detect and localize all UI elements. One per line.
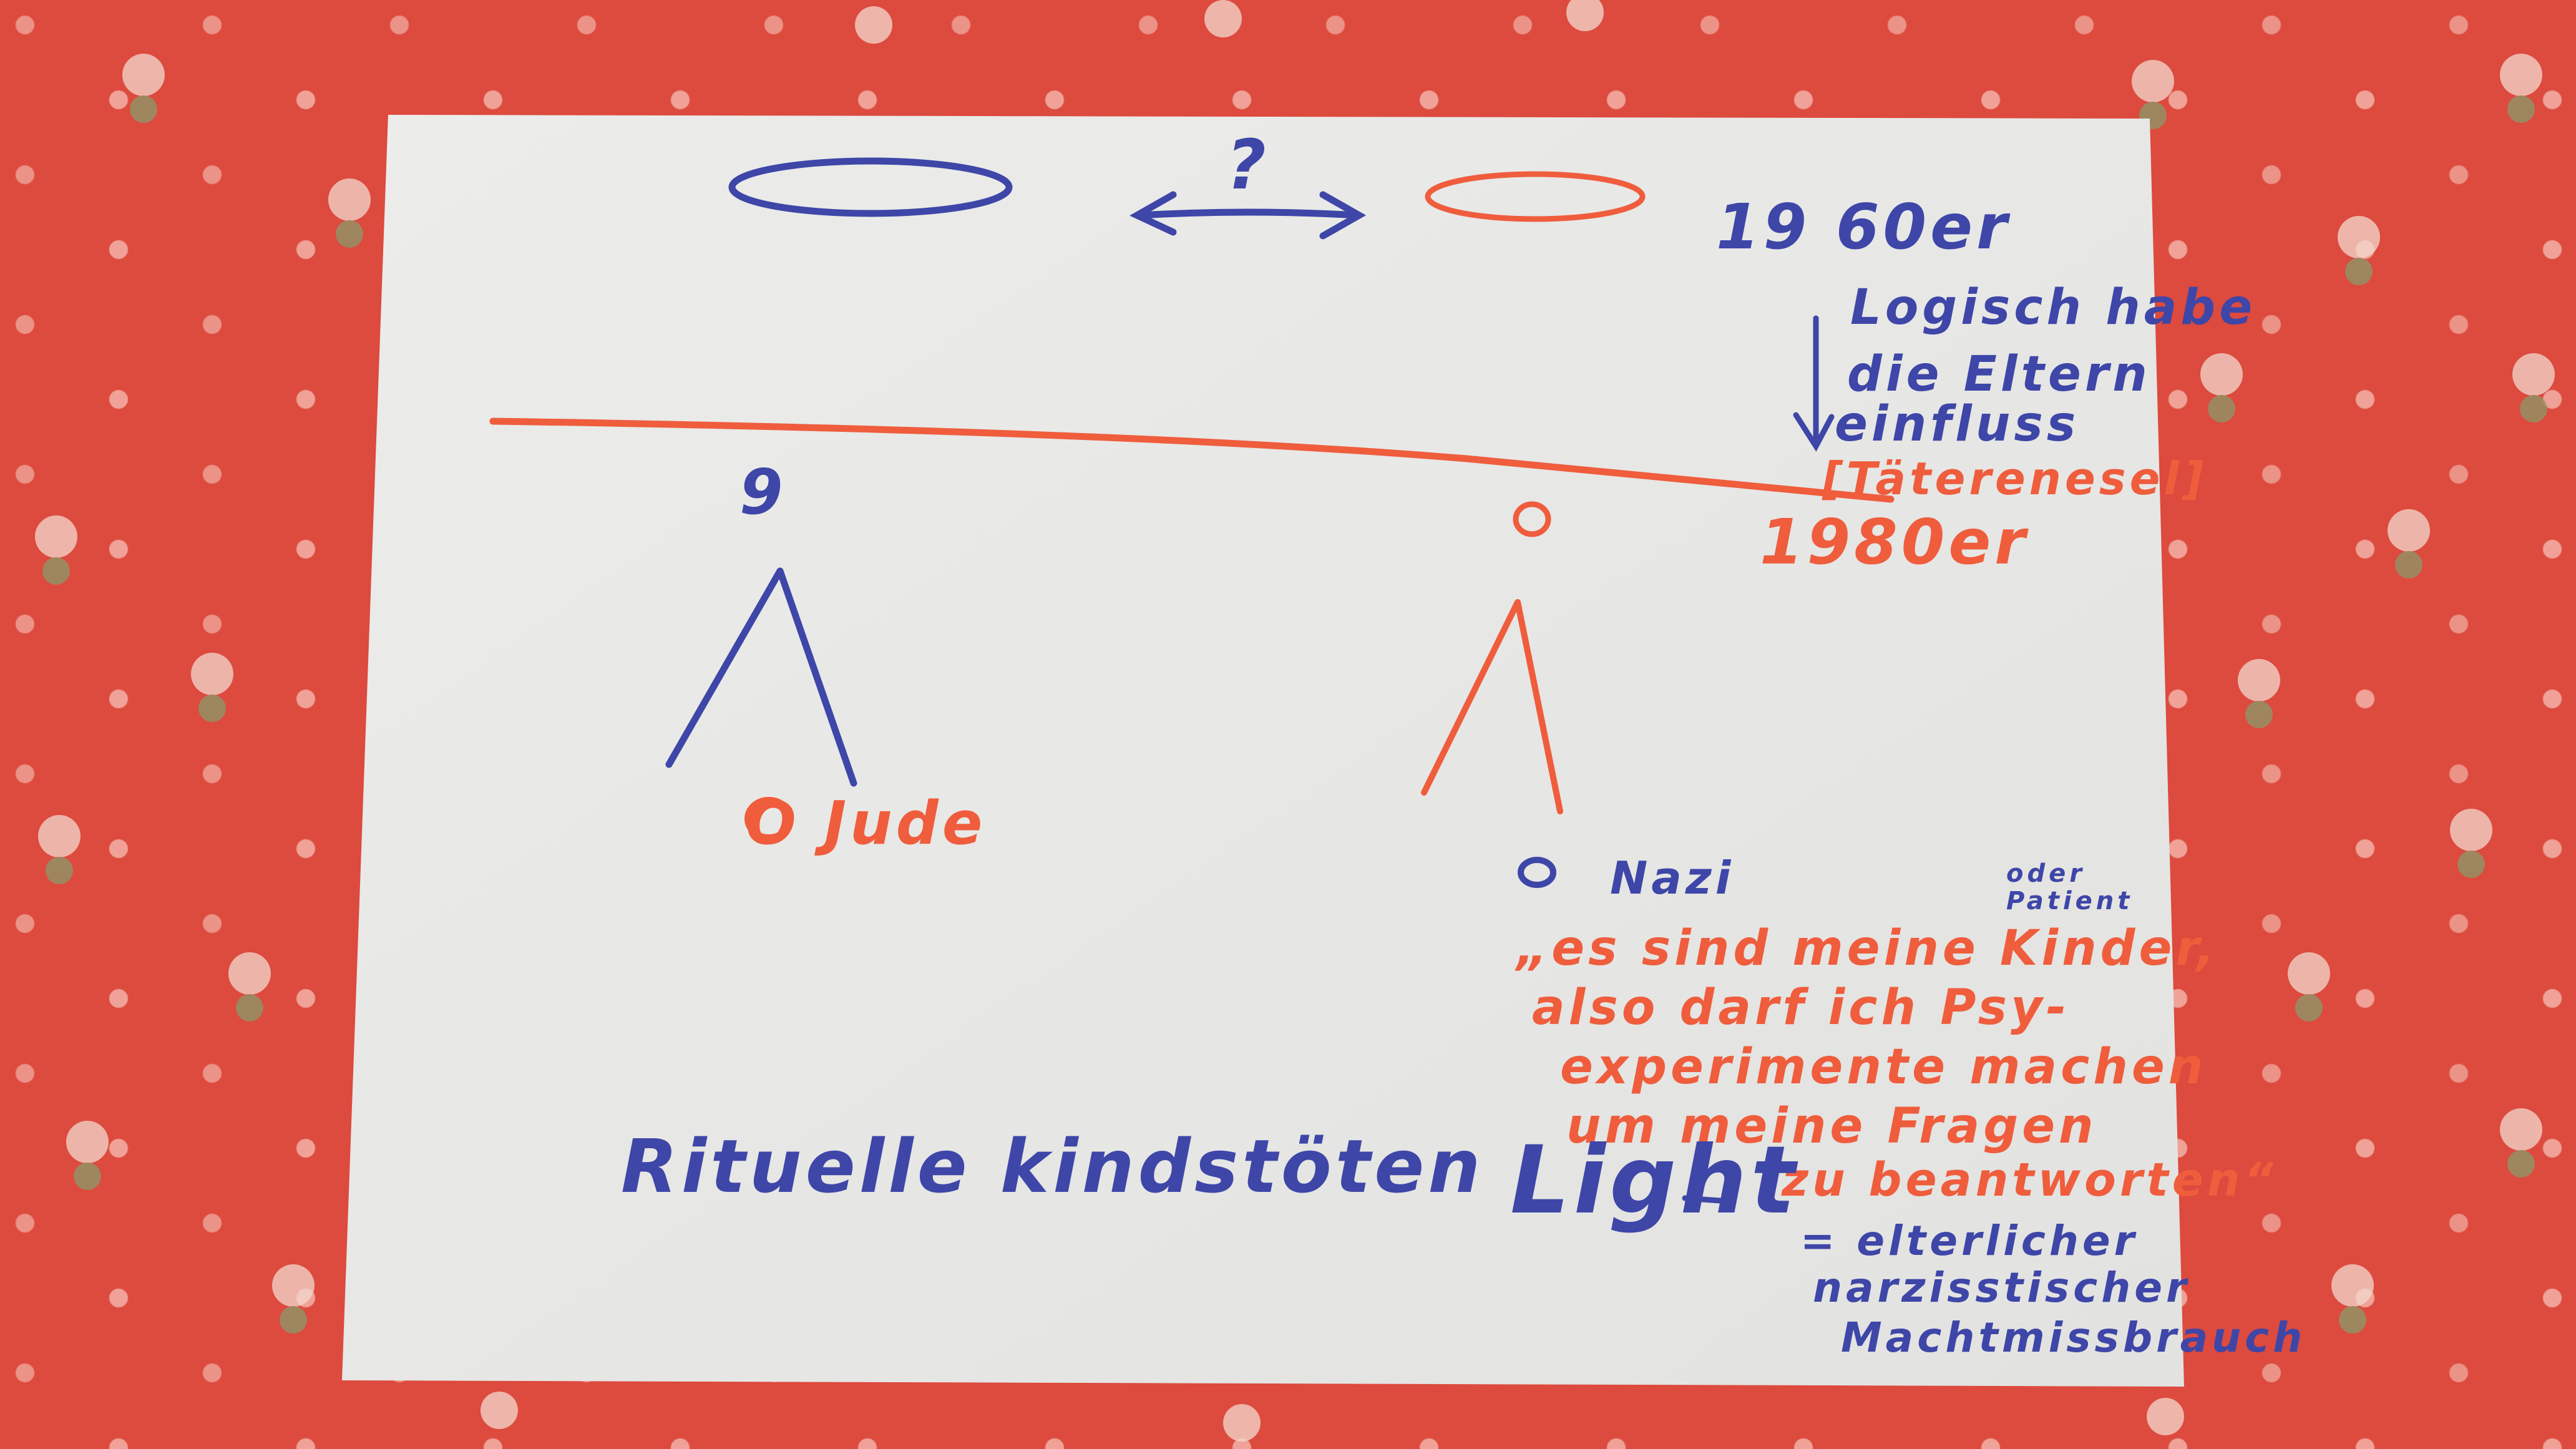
timeline-line bbox=[489, 417, 1895, 503]
quote-line-1: „es sind meine Kinder, bbox=[1516, 920, 2218, 977]
right-head-circle bbox=[1513, 501, 1551, 537]
generation-bottom-label: 1980er bbox=[1760, 505, 2029, 578]
flower-icon bbox=[2338, 216, 2380, 285]
flower-icon bbox=[1204, 0, 1242, 37]
right-child-label: Nazi bbox=[1610, 852, 1735, 904]
right-child-aside: oder Patient bbox=[2006, 859, 2134, 915]
right-figure-lambda bbox=[1421, 599, 1563, 814]
flower-icon bbox=[38, 815, 80, 884]
flower-icon bbox=[2238, 659, 2280, 728]
generation-top-label: 19 60er bbox=[1716, 190, 2011, 263]
flower-icon bbox=[2200, 353, 2243, 422]
flower-icon bbox=[191, 653, 233, 722]
quote-line-3: experimente machen bbox=[1560, 1039, 2207, 1095]
flower-icon bbox=[1223, 1404, 1261, 1442]
left-child-label: O Jude bbox=[746, 789, 987, 858]
flower-icon bbox=[855, 6, 892, 44]
top-blue-ellipse bbox=[728, 157, 1013, 217]
flower-icon bbox=[66, 1121, 109, 1190]
light-underline-hook bbox=[1682, 1195, 1732, 1204]
quote-line-5: zu beantworten“ bbox=[1782, 1153, 2278, 1207]
bottom-left-text: Rituelle kindstöten bbox=[621, 1123, 1485, 1209]
footnote-line-2: narzisstischer bbox=[1813, 1264, 2190, 1312]
flower-icon bbox=[122, 54, 165, 123]
side-note-line-3: einfluss bbox=[1835, 396, 2080, 452]
question-mark: ? bbox=[1226, 125, 1270, 205]
side-note-line-1: Logisch habe bbox=[1850, 280, 2256, 336]
flower-icon bbox=[2288, 952, 2330, 1022]
flower-icon bbox=[2450, 809, 2492, 878]
footnote-line-1: = elterlicher bbox=[1800, 1217, 2139, 1265]
flower-icon bbox=[2500, 1108, 2542, 1178]
flower-icon bbox=[1566, 0, 1604, 31]
light-label: Light bbox=[1510, 1126, 1799, 1235]
right-child-circle bbox=[1518, 857, 1556, 888]
flower-icon bbox=[2388, 509, 2430, 578]
flower-icon bbox=[2512, 353, 2555, 422]
flower-icon bbox=[2331, 1264, 2374, 1334]
double-arrow-icon bbox=[1129, 191, 1367, 240]
flower-icon bbox=[272, 1264, 315, 1334]
flower-icon bbox=[35, 515, 77, 585]
flower-icon bbox=[2147, 1398, 2184, 1435]
quote-line-4: um meine Fragen bbox=[1566, 1098, 2097, 1154]
left-head-label: 9 bbox=[739, 456, 787, 529]
left-figure-lambda bbox=[665, 567, 857, 787]
down-arrow-icon bbox=[1793, 315, 1835, 452]
left-child-circle bbox=[744, 797, 793, 841]
flower-icon bbox=[328, 178, 371, 248]
side-note-bracket: [Täterenesel] bbox=[1822, 452, 2208, 505]
flower-icon bbox=[2500, 54, 2542, 123]
top-orange-ellipse bbox=[1425, 171, 1646, 222]
footnote-line-3: Machtmissbrauch bbox=[1841, 1314, 2306, 1362]
paper-background bbox=[342, 115, 2184, 1387]
flower-icon bbox=[228, 952, 271, 1022]
side-note-line-2: die Eltern bbox=[1847, 346, 2151, 402]
flower-icon bbox=[481, 1392, 518, 1429]
quote-line-2: also darf ich Psy- bbox=[1532, 980, 2071, 1036]
